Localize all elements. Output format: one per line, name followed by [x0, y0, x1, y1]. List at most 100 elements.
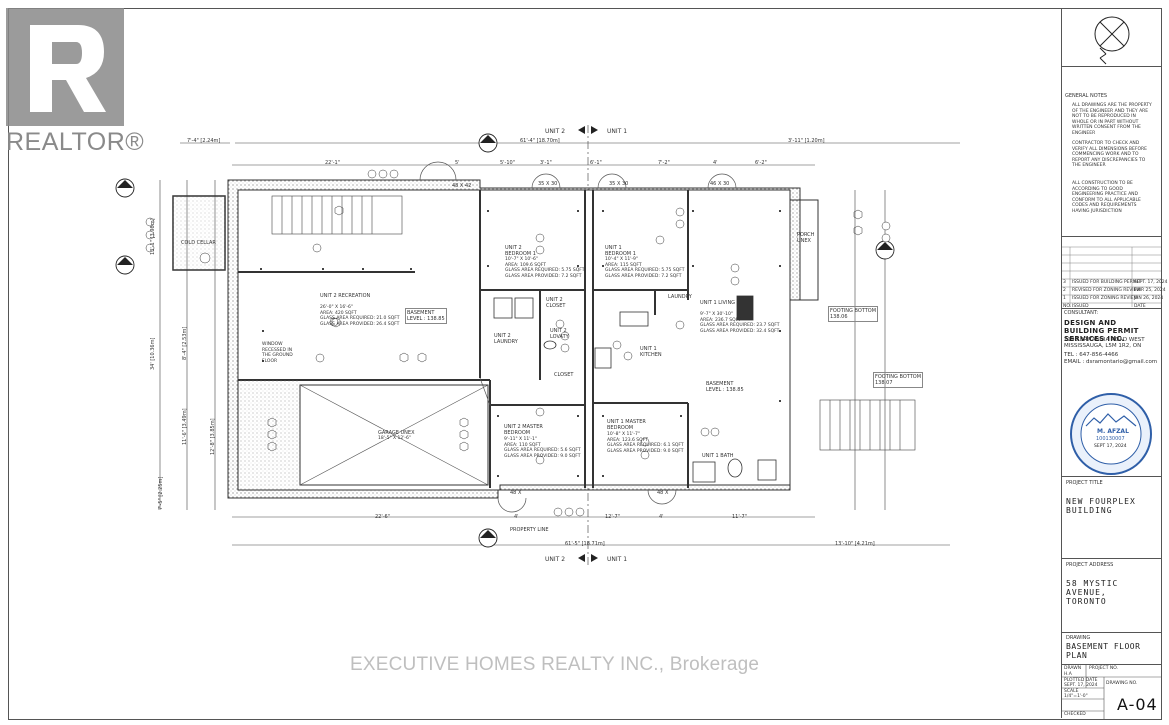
room-unit-2-closet: UNIT 2 CLOSET	[546, 297, 566, 309]
room-closet: CLOSET	[554, 372, 574, 378]
issue-desc-2: REVISED FOR ZONING REVIEW	[1072, 288, 1141, 293]
drawn-label: DRAWN	[1064, 666, 1082, 671]
dim-top-10: 6'-2"	[755, 160, 767, 166]
drawing-no-label: DRAWING NO.	[1106, 681, 1138, 686]
drawing-number: A-04	[1117, 695, 1158, 714]
room-unit-1-bath: UNIT 1 BATH	[702, 453, 734, 459]
dim-left-3: 11'-6" [3.49m]	[182, 408, 188, 445]
room-cold-cellar: COLD CELLAR	[181, 240, 216, 246]
project-address-box: PROJECT ADDRESS 58 MYSTIC AVENUE, TORONT…	[1062, 558, 1161, 631]
issue-date-2: MAR 25, 2024	[1134, 288, 1166, 293]
window-tag-4: 48 X	[510, 490, 522, 496]
room-unit-2-master-bedroom-detail: 9'-11" X 11'-1" AREA: 110 SQFT GLASS ARE…	[504, 437, 581, 459]
checked-label: CHECKED	[1064, 712, 1086, 717]
dim-top-4: 5'	[455, 160, 460, 166]
dim-top-0: 7'-4" [2.24m]	[187, 138, 221, 144]
stamp-name: M. AFZAL	[1097, 428, 1129, 435]
dim-top-3: 22'-1"	[325, 160, 341, 166]
room-unit-1-bedroom-1-detail: 10'-4" X 11'-9" AREA: 115 SQFT GLASS ARE…	[605, 257, 685, 279]
room-garage-unex-detail: 18'-5" X 12'-6"	[378, 436, 411, 441]
issue-no-2: 2	[1063, 288, 1066, 293]
room-porch-unex: PORCH UNEX	[797, 232, 815, 244]
footing-bottom-note-1: FOOTING BOTTOM 138.06	[828, 306, 879, 322]
window-tag-0: 48 X 42	[452, 183, 472, 189]
drawing-name: BASEMENT FLOOR PLAN	[1066, 642, 1141, 660]
general-notes-title: GENERAL NOTES	[1065, 93, 1108, 99]
unit-2-bottom-label: UNIT 2	[545, 556, 566, 563]
room-garage-unex: GARAGE UNEX	[378, 430, 415, 436]
room-unit-1-master-bedroom-detail: 10'-8" X 11'-7" AREA: 123.6 SQFT GLASS A…	[607, 432, 684, 454]
window-tag-3: 46 X 30	[710, 181, 730, 187]
general-note-1: ALL DRAWINGS ARE THE PROPERTY OF THE ENG…	[1072, 103, 1152, 136]
general-note-2: CONTRACTOR TO CHECK AND VERIFY ALL DIMEN…	[1072, 141, 1147, 168]
drawing-info-box: DRAWN H.A PROJECT NO. PLOTTED DATE SEPT.…	[1062, 664, 1161, 719]
issue-header-no: NO.	[1063, 304, 1072, 309]
stamp-number: 100130007	[1096, 436, 1125, 442]
footing-bottom-note-2: FOOTING BOTTOM 138.07	[873, 372, 924, 388]
consultant-address: 2198 BRITANNIA ROAD WEST MISSISSAUGA, L5…	[1064, 337, 1145, 349]
basement-level-note-1: BASEMENT LEVEL : 138.85	[405, 308, 447, 324]
room-unit-1-master-bedroom: UNIT 1 MASTER BEDROOM	[607, 419, 646, 431]
window-tag-2: 35 X 30	[609, 181, 629, 187]
basement-level-note-2: BASEMENT LEVEL : 138.85	[706, 381, 744, 393]
room-unit-2-recreation: UNIT 2 RECREATION	[320, 293, 371, 299]
room-unit-2-lovaty: UNIT 2 LOVATY	[550, 328, 569, 340]
issue-date-3: SEPT. 17, 2024	[1134, 280, 1168, 285]
brokerage-watermark: EXECUTIVE HOMES REALTY INC., Brokerage	[350, 654, 760, 675]
room-unit-2-master-bedroom: UNIT 2 MASTER BEDROOM	[504, 424, 543, 436]
project-address: 58 MYSTIC AVENUE, TORONTO	[1066, 579, 1119, 606]
room-unit-1-bedroom-1: UNIT 1 BEDROOM 1	[605, 245, 636, 257]
property-line-label: PROPERTY LINE	[510, 527, 549, 533]
dim-bottom-3: 4'	[659, 514, 664, 520]
general-notes-box: GENERAL NOTES ALL DRAWINGS ARE THE PROPE…	[1062, 66, 1161, 237]
scale-value: 1/4"=1'-0"	[1064, 694, 1088, 699]
window-tag-5: 48 X	[657, 490, 669, 496]
stamp-date: SEPT 17, 2024	[1094, 444, 1127, 449]
project-title-label: PROJECT TITLE	[1066, 480, 1103, 486]
unit-1-top-label: UNIT 1	[607, 128, 628, 135]
realtor-wordmark: REALTOR®	[6, 128, 145, 156]
dim-top-5: 5'-10"	[500, 160, 516, 166]
dim-top-9: 4'	[713, 160, 718, 166]
room-unit-2-bedroom-1-detail: 10'-7" X 10'-6" AREA: 109.6 SQFT GLASS A…	[505, 257, 585, 279]
issues-table: 3 ISSUED FOR BUILDING PERMIT SEPT. 17, 2…	[1062, 236, 1168, 309]
consultant-name: DESIGN AND BUILDING PERMIT SERVICES INC.	[1064, 319, 1139, 343]
dim-top-7: 6'-1"	[590, 160, 602, 166]
room-unit-2-bedroom-1: UNIT 2 BEDROOM 1	[505, 245, 536, 257]
unit-1-bottom-label: UNIT 1	[607, 556, 628, 563]
room-unit-1-living: UNIT 1 LIVING	[700, 300, 736, 306]
dim-left-1: 34' [10.36m]	[150, 337, 156, 370]
issue-date-1: JAN 26, 2024	[1134, 296, 1164, 301]
drawing-label: DRAWING	[1066, 635, 1091, 641]
plotted-date-label: PLOTTED DATE	[1064, 678, 1098, 683]
drawing-sheet-border	[8, 8, 1162, 720]
project-address-label: PROJECT ADDRESS	[1066, 562, 1114, 568]
dim-left-4: 12'-8" [3.85m]	[210, 418, 216, 455]
dim-bottom-1: 4'	[514, 514, 519, 520]
dim-bottom-4: 11'-7"	[732, 514, 748, 520]
room-laundry: LAUNDRY	[668, 294, 692, 300]
unit-2-top-label: UNIT 2	[545, 128, 566, 135]
dim-top-2: 3'-11" [1.20m]	[788, 138, 825, 144]
issue-header-issued: ISSUED	[1072, 304, 1089, 309]
project-no-label: PROJECT NO.	[1089, 666, 1119, 671]
dim-bottom-0: 22'-6"	[375, 514, 391, 520]
dim-left-5: 7'-5" [2.25m]	[158, 476, 164, 510]
consultant-box: CONSULTANT: DESIGN AND BUILDING PERMIT S…	[1062, 308, 1161, 391]
dim-left-2: 8'-4" [2.53m]	[182, 326, 188, 360]
drawing-name-box: DRAWING BASEMENT FLOOR PLAN	[1062, 632, 1161, 665]
title-block: GENERAL NOTES ALL DRAWINGS ARE THE PROPE…	[1061, 8, 1168, 719]
consultant-label: CONSULTANT:	[1064, 310, 1099, 316]
room-unit-2-recreation-detail: 26'-0" X 16'-6" AREA: 420 SQFT GLASS ARE…	[320, 305, 400, 327]
project-title-box: PROJECT TITLE NEW FOURPLEX BUILDING	[1062, 476, 1161, 559]
north-arrow-icon	[1062, 8, 1161, 66]
realtor-logo: REALTOR®	[0, 0, 144, 160]
room-unit-1-living-detail: 9'-7" X 30'-10" AREA: 236.7 SQFT GLASS A…	[700, 312, 780, 334]
dim-left-0: 13'-1" [3.98m]	[150, 218, 156, 255]
engineer-stamp-seal: M. AFZAL 100130007 SEPT 17, 2024	[1064, 390, 1159, 478]
consultant-tel: TEL : 647-856-4466	[1064, 352, 1119, 358]
issue-desc-3: ISSUED FOR BUILDING PERMIT	[1072, 280, 1141, 285]
issue-desc-1: ISSUED FOR ZONING REVIEW	[1072, 296, 1139, 301]
dim-bottom-2: 12'-7"	[605, 514, 621, 520]
drawn-value: H.A	[1064, 672, 1072, 677]
